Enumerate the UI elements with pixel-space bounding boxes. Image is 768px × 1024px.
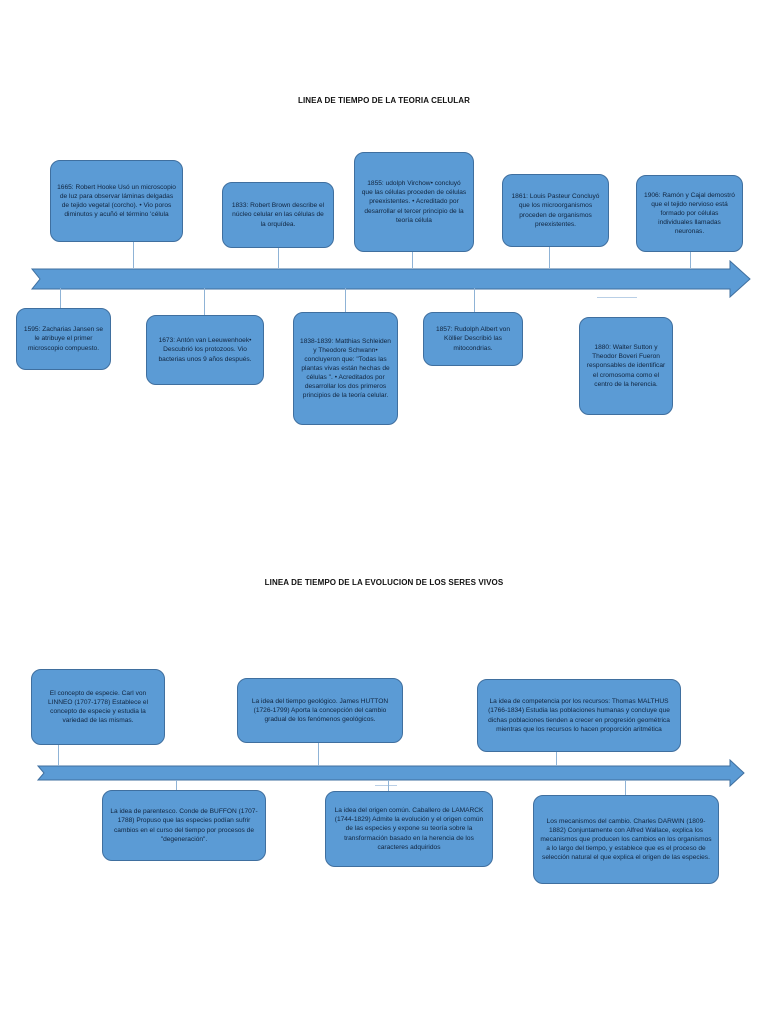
timeline1-faint-mark	[597, 297, 637, 298]
event-text: El concepto de especie. Carl von LINNEO …	[47, 689, 149, 725]
timeline2-arrow	[36, 759, 745, 787]
event-box: La idea del tiempo geológico. James HUTT…	[237, 678, 403, 743]
timeline2-faint-mark	[375, 785, 397, 786]
event-text: 1665: Robert Hooke Usó un microscopio de…	[57, 183, 176, 219]
event-text: 1906: Ramón y Cajal demostró que el teji…	[644, 191, 735, 236]
stem	[556, 752, 557, 766]
event-text: 1833: Robert Brown describe el núcleo ce…	[231, 202, 325, 228]
event-box: 1857: Rudolph Albert von Köllier Describ…	[423, 312, 523, 366]
event-box: El concepto de especie. Carl von LINNEO …	[31, 669, 165, 745]
event-text: 1855: udolph Virchow• concluyó que las c…	[361, 180, 467, 224]
event-text: 1857: Rudolph Albert von Köllier Describ…	[435, 326, 511, 352]
timeline1-title: LINEA DE TIEMPO DE LA TEORIA CELULAR	[297, 96, 471, 105]
event-box: 1838-1839: Matthias Schleiden y Theodore…	[293, 312, 398, 425]
stem	[204, 288, 205, 315]
event-box: Los mecanismos del cambio. Charles DARWI…	[533, 795, 719, 884]
event-box: 1880: Walter Sutton y Theodor Boveri Fue…	[579, 317, 673, 415]
event-box: 1833: Robert Brown describe el núcleo ce…	[222, 182, 334, 248]
event-text: La idea del tiempo geológico. James HUTT…	[251, 697, 389, 724]
timeline1-arrow	[30, 260, 751, 298]
event-box: 1861: Louis Pasteur Concluyó que los mic…	[502, 174, 609, 247]
stem	[278, 248, 279, 268]
stem	[549, 247, 550, 268]
stem	[60, 288, 61, 308]
event-text: 1595: Zacharias Jansen se le atribuye el…	[23, 326, 104, 352]
event-text: 1838-1839: Matthias Schleiden y Theodore…	[300, 337, 391, 400]
event-text: 1673: Antón van Leeuwenhoek• Descubrió l…	[158, 337, 252, 363]
stem	[58, 745, 59, 766]
event-box: La idea del origen común. Caballero de L…	[325, 791, 493, 867]
event-box: 1855: udolph Virchow• concluyó que las c…	[354, 152, 474, 252]
event-text: La idea de competencia por los recursos:…	[488, 698, 670, 733]
event-text: La idea de parentesco. Conde de BUFFON (…	[110, 808, 258, 843]
stem	[412, 252, 413, 268]
event-box: La idea de competencia por los recursos:…	[477, 679, 681, 752]
event-box: 1595: Zacharias Jansen se le atribuye el…	[16, 308, 111, 370]
stem	[388, 780, 389, 791]
stem	[133, 242, 134, 268]
event-text: 1880: Walter Sutton y Theodor Boveri Fue…	[586, 344, 666, 388]
event-box: La idea de parentesco. Conde de BUFFON (…	[102, 790, 266, 861]
stem	[345, 288, 346, 312]
timeline2-title: LINEA DE TIEMPO DE LA EVOLUCION DE LOS S…	[264, 578, 504, 587]
event-text: 1861: Louis Pasteur Concluyó que los mic…	[511, 193, 600, 228]
stem	[176, 780, 177, 790]
stem	[690, 252, 691, 268]
event-box: 1673: Antón van Leeuwenhoek• Descubrió l…	[146, 315, 264, 385]
event-box: 1906: Ramón y Cajal demostró que el teji…	[636, 175, 743, 252]
stem	[318, 743, 319, 766]
stem	[625, 780, 626, 795]
event-text: Los mecanismos del cambio. Charles DARWI…	[540, 817, 712, 862]
stem	[474, 288, 475, 312]
event-text: La idea del origen común. Caballero de L…	[334, 807, 484, 851]
event-box: 1665: Robert Hooke Usó un microscopio de…	[50, 160, 183, 242]
